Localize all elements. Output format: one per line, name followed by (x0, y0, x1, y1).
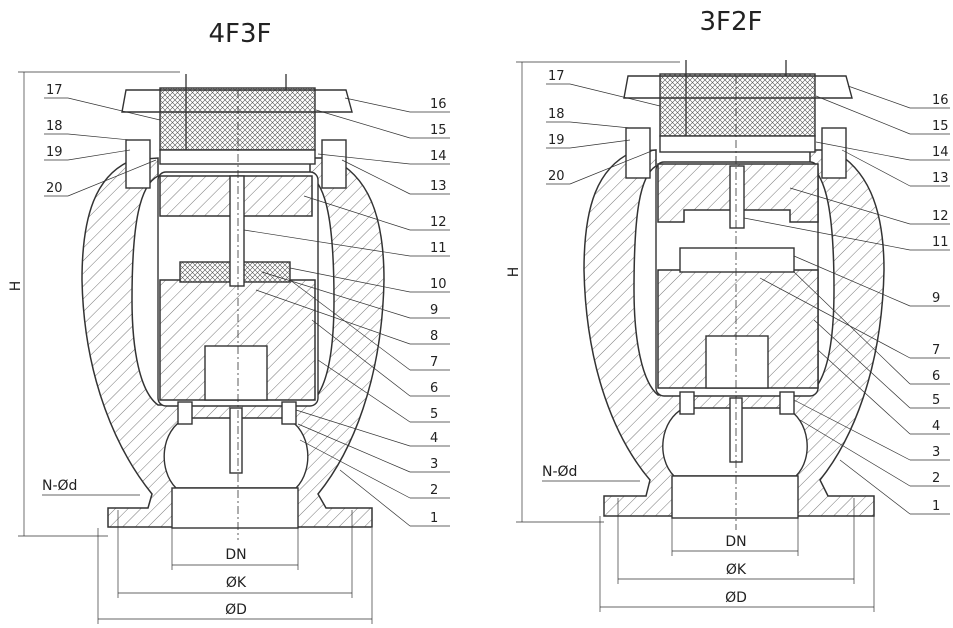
screw-left (177, 401, 193, 425)
part-label: 15 (430, 123, 447, 138)
part-label: 8 (430, 329, 438, 344)
lower-stem (229, 407, 243, 474)
part-label: 5 (430, 407, 438, 422)
part-label: 3 (430, 457, 438, 472)
part-label: 19 (46, 145, 63, 160)
drawing-4f3f: 4F3F H N-Ø (8, 19, 450, 624)
part-label: 13 (430, 179, 447, 194)
diagram-title: 3F2F (700, 7, 763, 37)
callouts-left: 17 18 19 20 (546, 69, 661, 185)
bolt-right (821, 127, 847, 179)
outlet-bore (671, 475, 799, 519)
part-label: 5 (932, 393, 940, 408)
dim-dn: DN (225, 547, 246, 563)
dim-nd: N-Ød (542, 464, 577, 480)
dim-k: ØK (226, 575, 247, 591)
part-label: 6 (932, 369, 940, 384)
part-label: 18 (46, 119, 63, 134)
dim-nd: N-Ød (42, 478, 77, 494)
seat-plate (679, 247, 795, 273)
part-label: 16 (932, 93, 949, 108)
part-label: 7 (430, 355, 438, 370)
part-label: 6 (430, 381, 438, 396)
outlet-bore (171, 487, 299, 529)
part-label: 12 (430, 215, 447, 230)
dim-h: H (8, 281, 24, 292)
part-label: 14 (932, 145, 949, 160)
part-label: 18 (548, 107, 565, 122)
upper-stem (229, 175, 245, 287)
cap-flange (159, 149, 316, 165)
part-label: 11 (430, 241, 447, 256)
part-label: 14 (430, 149, 447, 164)
part-label: 20 (46, 181, 63, 196)
bolt-right (321, 139, 347, 189)
callouts-right: 16 15 14 13 12 11 9 7 6 5 4 3 2 (743, 85, 950, 515)
callouts-left: 17 18 19 20 (44, 83, 161, 197)
part-label: 1 (430, 511, 438, 526)
part-label: 12 (932, 209, 949, 224)
part-label: 13 (932, 171, 949, 186)
part-label: 9 (430, 303, 438, 318)
bolt-left (125, 139, 151, 189)
cap-hood (121, 89, 353, 113)
cap-flange (659, 135, 816, 153)
part-label: 2 (430, 483, 438, 498)
dim-dn: DN (725, 534, 746, 550)
part-label: 1 (932, 499, 940, 514)
part-label: 15 (932, 119, 949, 134)
float-pocket (204, 345, 268, 401)
part-label: 20 (548, 169, 565, 184)
screw-right (779, 391, 795, 415)
dim-k: ØK (726, 562, 747, 578)
part-label: 9 (932, 291, 940, 306)
part-label: 4 (932, 419, 940, 434)
part-label: 17 (46, 83, 63, 98)
diagram-title: 4F3F (209, 19, 272, 49)
upper-stem (729, 165, 745, 229)
part-label: 4 (430, 431, 438, 446)
cap-hood (623, 75, 853, 99)
screw-left (679, 391, 695, 415)
part-label: 11 (932, 235, 949, 250)
part-label: 2 (932, 471, 940, 486)
screw-right (281, 401, 297, 425)
part-label: 10 (430, 277, 447, 292)
part-label: 17 (548, 69, 565, 84)
dim-d: ØD (225, 602, 247, 618)
drawing-3f2f: 3F2F H N-Ød DN ØK (506, 7, 950, 612)
callouts-right: 16 15 14 13 12 11 10 9 8 7 6 5 4 (243, 97, 450, 527)
dim-h: H (506, 267, 522, 278)
part-label: 7 (932, 343, 940, 358)
dim-d: ØD (725, 590, 747, 606)
part-label: 16 (430, 97, 447, 112)
float-pocket (705, 335, 769, 389)
part-label: 3 (932, 445, 940, 460)
part-label: 19 (548, 133, 565, 148)
